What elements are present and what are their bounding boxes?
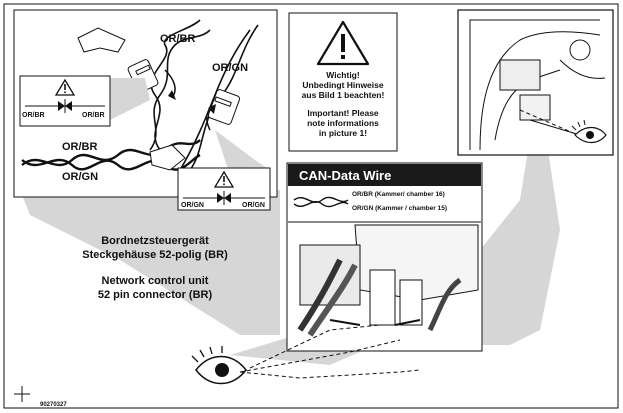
sightline-bottom-2 [239,369,421,379]
sightline-bottom-1 [239,339,401,373]
connector-en-line-1: Network control unit [101,275,209,287]
inset-right-label-b: OR/GN [242,202,265,209]
connector-de-line-2: Steckgehäuse 52-polig (BR) [82,249,228,261]
can-header-bar [288,164,481,186]
warning-inset-right [177,130,271,211]
label-orgn-top: OR/GN [212,62,249,74]
connector-desc-en: Network control unit 52 pin connector (B… [40,274,270,302]
hand-icon-bottom [149,144,186,171]
hand-icon-top [77,27,126,53]
warning-de-line-2: Unbedingt Hinweise [302,80,384,90]
twisted-wire-main [21,139,201,171]
label-orgn-left: OR/GN [62,171,99,183]
arrow-head-icon [168,90,176,100]
eye-icon-bottom [191,346,247,385]
sightline-top [519,109,579,136]
warning-en-line-1: Important! Please [307,108,379,118]
warning-inset-left [19,75,150,127]
eye-icon-top [571,119,607,144]
inset-left-label-b: OR/BR [82,112,105,119]
warning-de-line-3: aus Bild 1 beachten! [301,90,385,100]
can-wire-legend-icon [293,196,349,208]
control-unit-drawing [297,224,479,337]
arrow-head-icon-2 [208,104,216,114]
connector-plug-right [207,89,241,125]
warning-de-line-1: Wichtig! [326,70,360,80]
warning-en-line-3: in picture 1! [318,128,368,138]
connector-desc-de: Bordnetzsteuergerät Steckgehäuse 52-poli… [40,234,270,262]
label-orbr-top: OR/BR [160,33,196,45]
warning-text-de: Wichtig! Unbedingt Hinweise aus Bild 1 b… [289,70,397,100]
exclamation-icon [341,34,345,52]
connector-de-line-1: Bordnetzsteuergerät [101,235,209,247]
warning-en-line-2: note informations [307,118,379,128]
document-number: 90270327 [40,402,67,408]
callout-left-shade [20,190,280,335]
warning-text-en: Important! Please note informations in p… [289,108,397,138]
sightline-bottom-3 [249,324,381,369]
callout-right-shade [480,150,560,345]
exclamation-dot-icon [341,55,345,59]
can-row-orbr: OR/BR (Kammer/ chamber 16) [352,191,445,198]
inset-left-label-a: OR/BR [22,112,45,119]
can-row-orgn: OR/GN (Kammer / chamber 15) [352,205,448,212]
inset-right-label-a: OR/GN [181,202,204,209]
can-box-title: CAN-Data Wire [299,168,392,183]
label-orbr-left: OR/BR [62,141,98,153]
connector-en-line-2: 52 pin connector (BR) [97,289,213,301]
vehicle-interior-drawing [469,19,606,151]
